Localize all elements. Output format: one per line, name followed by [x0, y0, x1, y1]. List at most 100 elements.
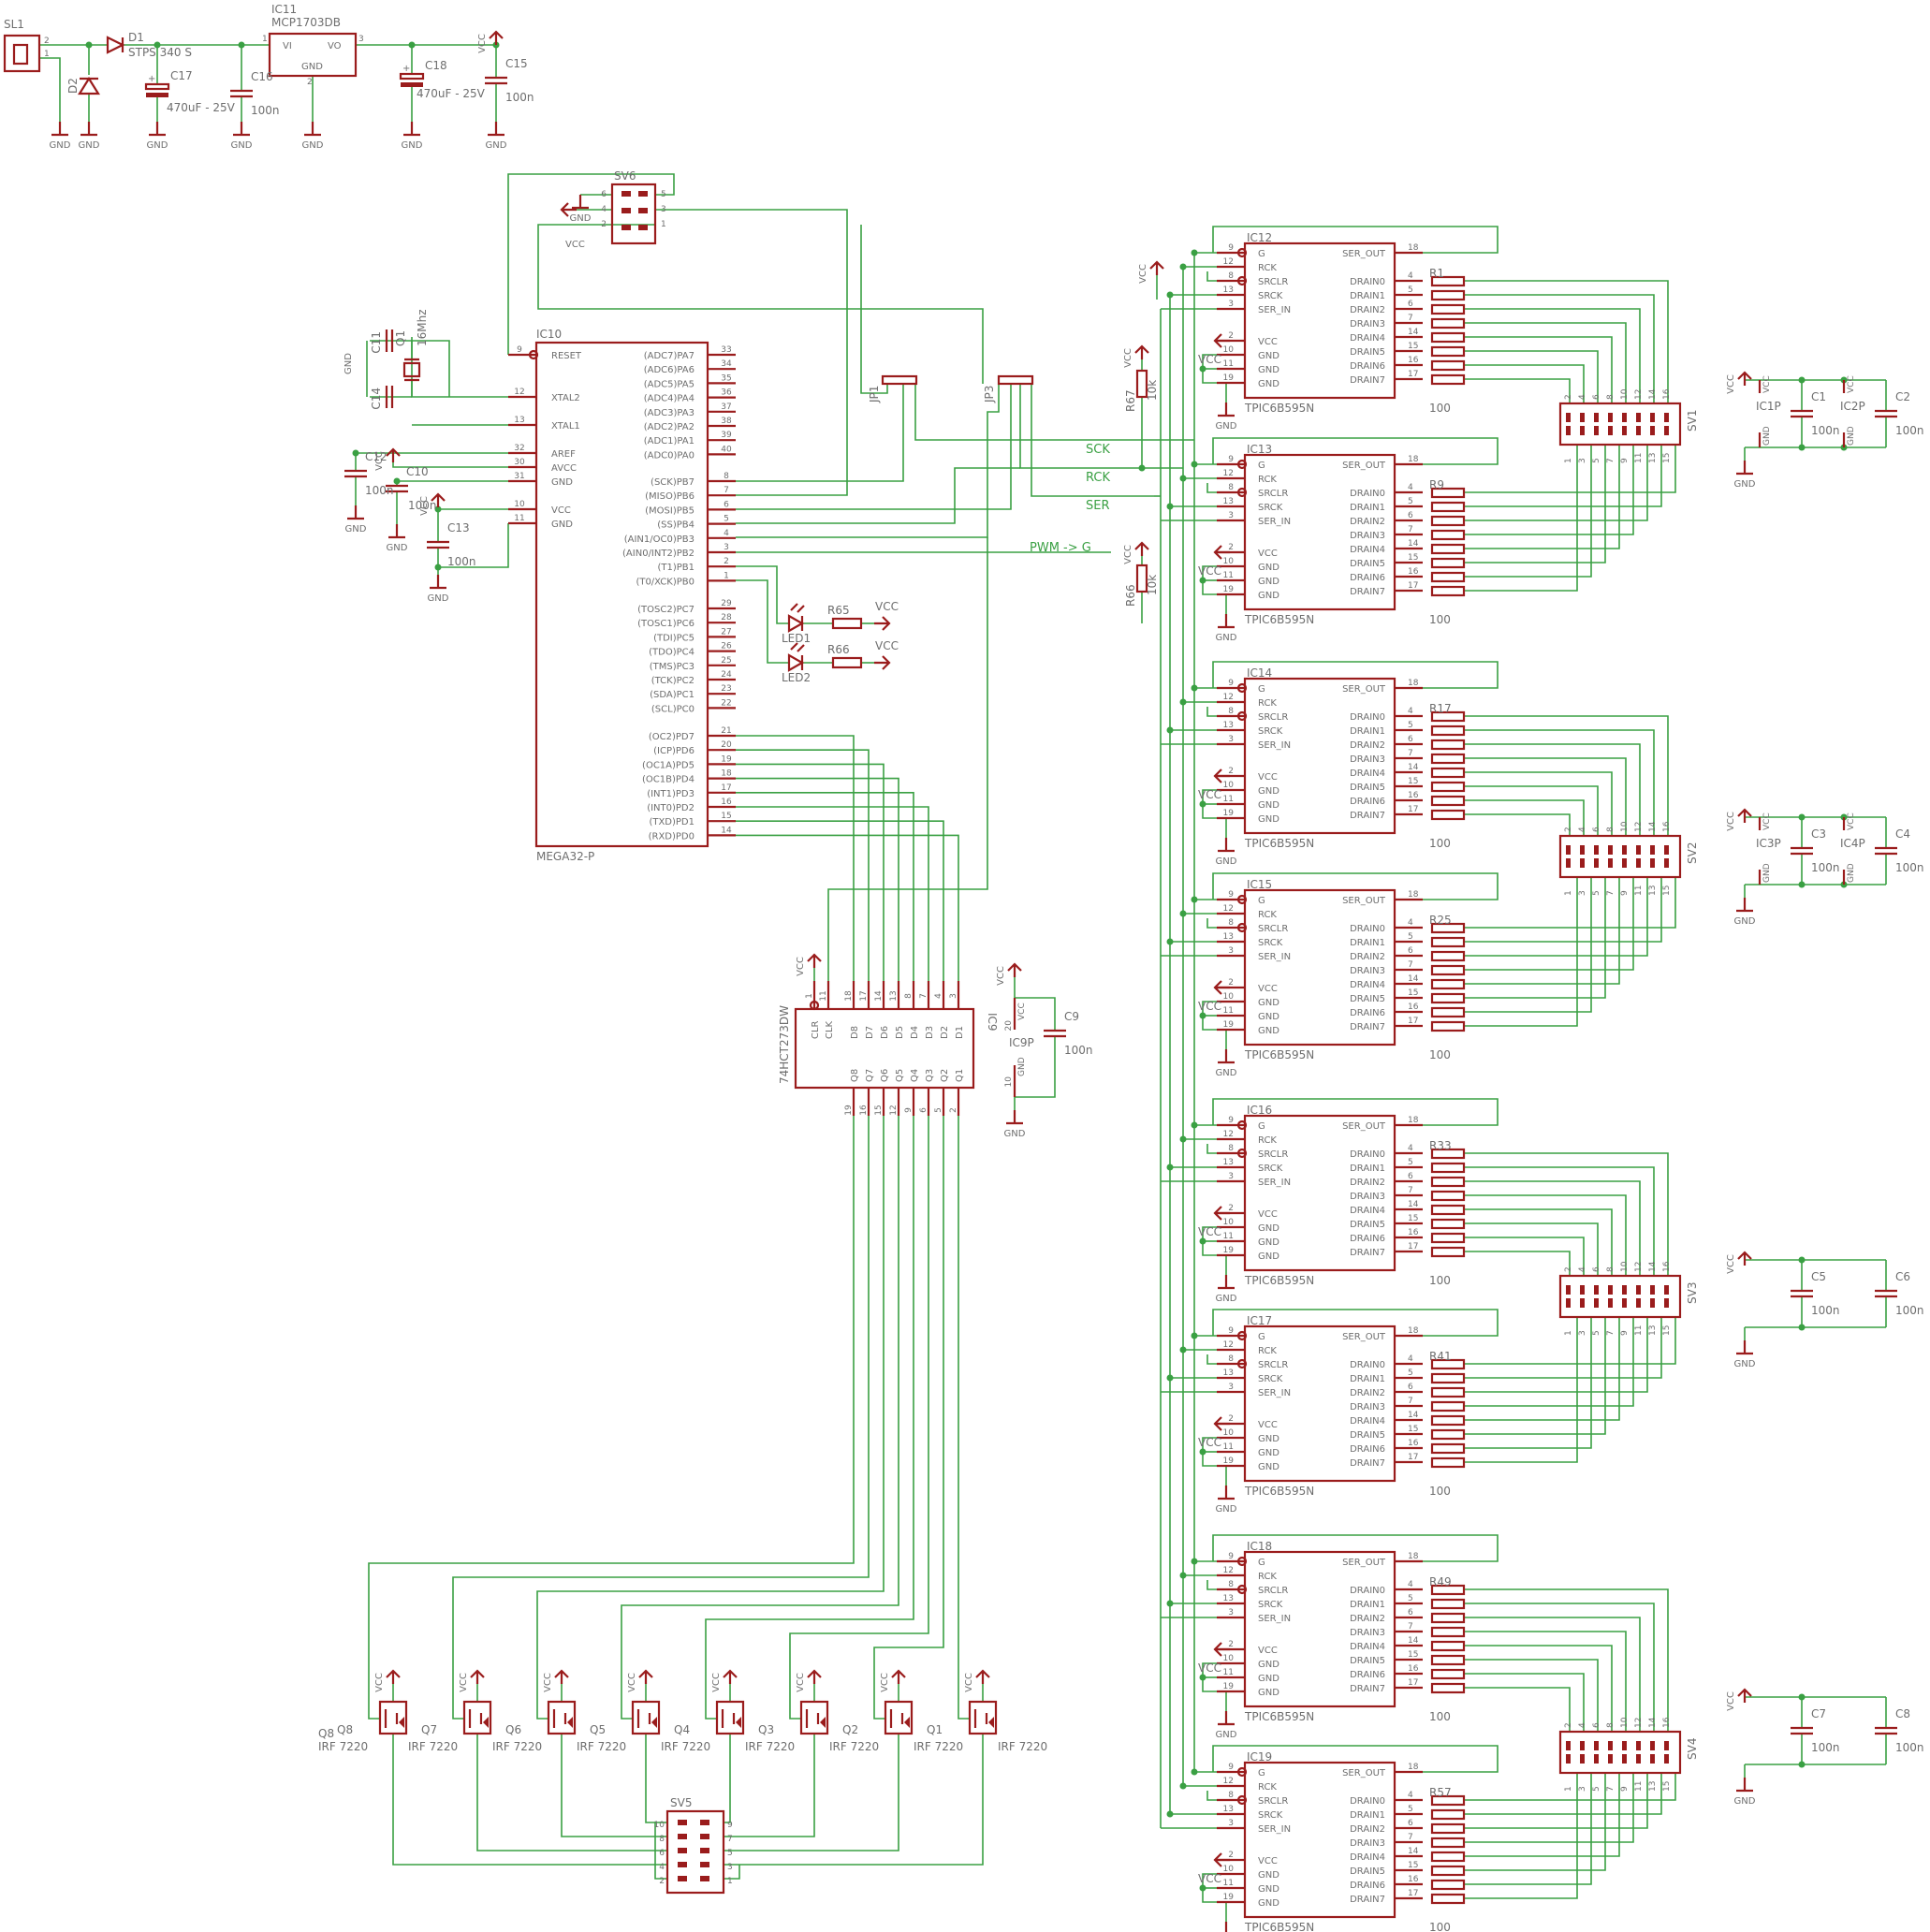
pin-num: 16 [1662, 388, 1672, 400]
pin-num: 12 [1634, 1718, 1644, 1728]
wire [1212, 1098, 1499, 1126]
mosfet-name: Q2 [842, 1723, 858, 1736]
wire [1212, 437, 1499, 465]
pin-label: DRAIN2 [1350, 305, 1385, 315]
pin-num: 4 [1408, 918, 1413, 928]
gnd-label: GND [344, 353, 354, 374]
pin-num: 9 [1228, 1552, 1234, 1561]
vcc-arrow [638, 1669, 653, 1684]
mosfet-value: IRF 7220 [577, 1740, 626, 1753]
header-pin [1650, 1298, 1655, 1308]
pin-label: G [1258, 461, 1265, 471]
pin-label: DRAIN1 [1350, 291, 1385, 301]
driver-part: TPIC6B595N [1244, 402, 1314, 415]
pin-num: 10 [1223, 1654, 1235, 1663]
pin-label: D1 [955, 1026, 965, 1039]
pin-label: DRAIN2 [1350, 517, 1385, 527]
pin-num: 11 [1223, 795, 1234, 804]
vcc-arrow [874, 616, 891, 631]
mosfet-body-diode [399, 1717, 404, 1728]
header-pin [1566, 845, 1571, 855]
header-pin [1566, 426, 1571, 435]
capacitor-value: 100n [447, 555, 476, 568]
resistor [1135, 369, 1148, 399]
mosfet-name: Q8 [337, 1723, 353, 1736]
pin-num: 6 [724, 500, 729, 509]
gnd-label: GND [402, 140, 423, 151]
pin-num: 18 [1408, 455, 1419, 464]
wire [736, 384, 904, 482]
pin-num: 14 [1408, 1200, 1419, 1209]
pin-label: CLK [825, 1020, 835, 1039]
pin-label: DRAIN1 [1350, 938, 1385, 948]
wire [368, 1116, 855, 1720]
wire [1206, 1354, 1217, 1365]
header-pin [678, 1862, 687, 1867]
vcc-label: VCC [1198, 1661, 1221, 1675]
mosfet-value: IRF 7220 [829, 1740, 879, 1753]
pin-label: GND [1258, 814, 1279, 825]
series-resistor [1430, 1584, 1466, 1596]
wire [537, 224, 984, 384]
vcc-label: VCC [477, 34, 488, 53]
resistor-value: 10k [1146, 380, 1159, 401]
srclr-bubble [1236, 1584, 1248, 1595]
driver-name: IC18 [1247, 1540, 1272, 1553]
header-pin [1580, 845, 1585, 855]
pin-num: 11 [1634, 886, 1644, 896]
polarity-plus: + [402, 64, 410, 74]
pin-label: (T0/XCK)PB0 [636, 577, 695, 587]
wire [1464, 1773, 1662, 1815]
header-pin [1636, 426, 1641, 435]
pin-num: 28 [721, 613, 732, 622]
pin-num: 20 [1004, 1020, 1014, 1032]
wire [736, 735, 855, 981]
wire [1464, 1673, 1585, 1732]
vcc-label: VCC [875, 639, 899, 652]
pin-num: 17 [721, 783, 731, 793]
pin-num: 5 [1408, 1158, 1413, 1167]
pin-num: 11 [1223, 1006, 1234, 1016]
pin-label: DRAIN6 [1350, 1008, 1385, 1018]
driver-part: TPIC6B595N [1244, 1921, 1314, 1932]
header-pin [1580, 1285, 1585, 1295]
ic11-part: MCP1703DB [271, 16, 341, 29]
tpic-driver [1243, 677, 1396, 835]
vcc-arrow [1737, 808, 1752, 823]
gnd-label: GND [486, 140, 507, 151]
series-resistor [1430, 1400, 1466, 1412]
wire [724, 1734, 984, 1866]
pin-label: VCC [1258, 1646, 1278, 1656]
vcc-arrow [874, 655, 891, 670]
vcc-arrow [1134, 344, 1149, 359]
ground-symbol [1218, 1486, 1235, 1500]
vcc-label: VCC [964, 1673, 974, 1692]
jp3-jumper [997, 374, 1034, 386]
pin-label: DRAIN6 [1350, 573, 1385, 583]
vcc-label: VCC [1726, 1691, 1736, 1711]
header-pin [638, 225, 648, 230]
pin-label: DRAIN7 [1350, 811, 1385, 821]
gnd-label: GND [1216, 1730, 1237, 1740]
capacitor-name: C12 [365, 450, 387, 463]
vcc-label: VCC [1198, 788, 1221, 801]
pin-label: SRCK [1258, 1600, 1283, 1610]
series-resistor [1430, 710, 1466, 723]
header-pin [1622, 858, 1627, 868]
header-pin [1566, 858, 1571, 868]
wire [1464, 813, 1571, 836]
pin-num: 11 [1634, 1325, 1644, 1336]
pin-label: (SCL)PC0 [651, 704, 695, 714]
wire [1206, 707, 1217, 717]
mosfet-gate [552, 1709, 567, 1728]
pin-label: VCC [1258, 1209, 1278, 1220]
pin-num: 3 [358, 35, 364, 44]
header-pin [1664, 1285, 1669, 1295]
capacitor-symbol [344, 469, 367, 478]
wire [536, 1116, 885, 1720]
pin-num: 4 [1408, 1791, 1413, 1800]
pin-label: GND [1258, 1012, 1279, 1022]
wire [1464, 1773, 1592, 1885]
r66-name: R66 [827, 643, 850, 656]
capacitor-name: C3 [1811, 827, 1826, 841]
